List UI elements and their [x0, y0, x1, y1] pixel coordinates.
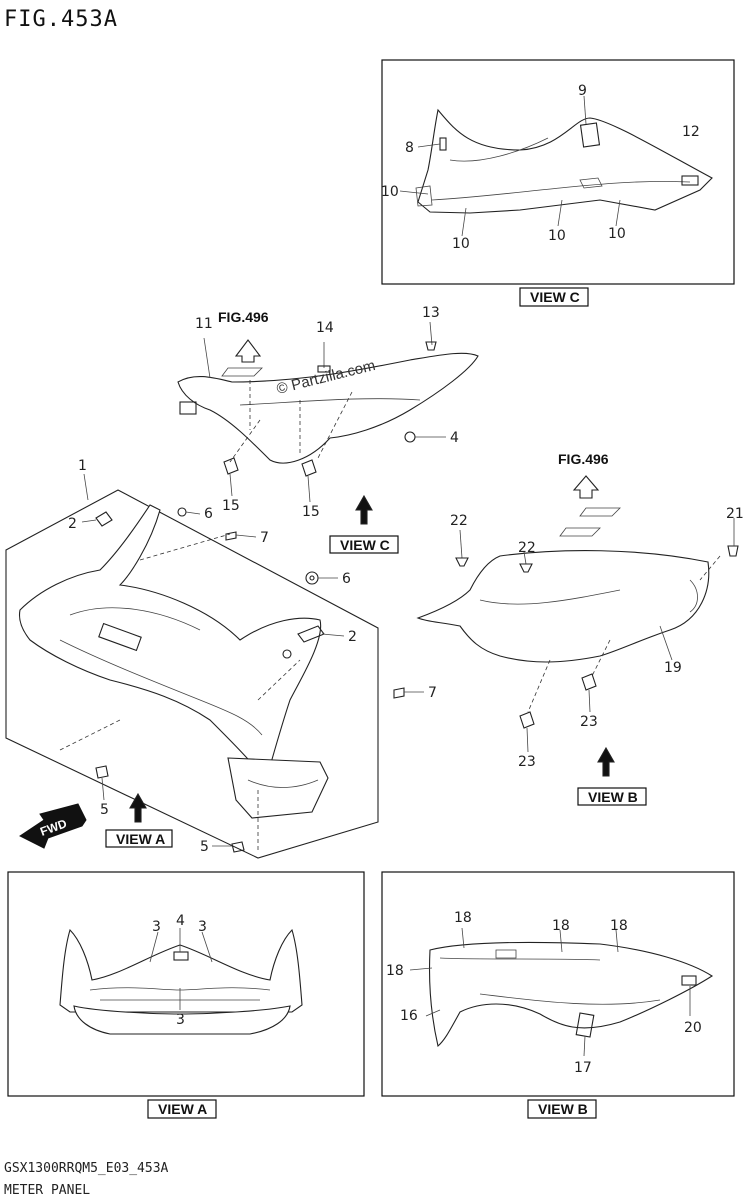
svg-text:VIEW B: VIEW B	[588, 789, 638, 805]
view-a-label: VIEW A	[147, 1099, 217, 1119]
callout-8: 8	[405, 140, 414, 156]
view-a-direction: VIEW A	[105, 792, 173, 848]
up-arrow-icon	[129, 792, 147, 823]
callout-10: 10	[608, 226, 626, 242]
svg-text:VIEW C: VIEW C	[340, 537, 390, 553]
svg-text:VIEW C: VIEW C	[530, 289, 580, 305]
up-arrow-icon	[355, 494, 373, 525]
callout-15: 15	[222, 498, 240, 514]
callout-19: 19	[664, 660, 682, 676]
callout-9: 9	[578, 83, 587, 99]
callout-18: 18	[454, 910, 472, 926]
callout-16: 16	[400, 1008, 418, 1024]
svg-text:VIEW B: VIEW B	[538, 1101, 588, 1117]
callout-7: 7	[428, 685, 437, 701]
view-b-label: VIEW B	[527, 1099, 597, 1119]
callout-15: 15	[302, 504, 320, 520]
callout-4: 4	[450, 430, 459, 446]
callout-2: 2	[348, 629, 357, 645]
callout-11: 11	[195, 316, 213, 332]
callout-6: 6	[204, 506, 213, 522]
up-arrow-icon	[572, 475, 600, 499]
callout-3: 3	[152, 919, 161, 935]
callout-3: 3	[198, 919, 207, 935]
diagram-code: GSX1300RRQM5_E03_453A	[4, 1161, 169, 1176]
svg-text:VIEW A: VIEW A	[158, 1101, 207, 1117]
callout-10: 10	[548, 228, 566, 244]
view-c-panel: 9 12 8 10 10 10 10	[381, 59, 735, 285]
callout-18: 18	[552, 918, 570, 934]
view-a-panel: 4 3 3 3	[7, 871, 365, 1097]
callout-13: 13	[422, 305, 440, 321]
callout-10: 10	[381, 184, 399, 200]
svg-text:VIEW A: VIEW A	[116, 831, 165, 847]
view-b-panel: 18 18 18 18 16 17 20	[381, 871, 735, 1097]
callout-22: 22	[518, 540, 536, 556]
callout-14: 14	[316, 320, 334, 336]
meter-panel-assembly: 1 2 6 7 6 2 7 5 5	[5, 458, 437, 859]
fwd-arrow: FWD	[19, 803, 87, 849]
callout-18: 18	[386, 963, 404, 979]
callout-20: 20	[684, 1020, 702, 1036]
callout-18: 18	[610, 918, 628, 934]
callout-5: 5	[100, 802, 109, 818]
callout-21: 21	[726, 506, 744, 522]
fig-496-ref-top: FIG.496	[218, 309, 269, 325]
figure-title: FIG.453A	[4, 7, 118, 32]
callout-3: 3	[176, 1012, 185, 1028]
callout-23: 23	[580, 714, 598, 730]
view-b-direction: VIEW B	[577, 746, 647, 806]
callout-17: 17	[574, 1060, 592, 1076]
callout-2: 2	[68, 516, 77, 532]
callout-5: 5	[200, 839, 209, 855]
callout-6: 6	[342, 571, 351, 587]
view-c-label: VIEW C	[519, 287, 589, 307]
callout-22: 22	[450, 513, 468, 529]
view-c-direction: VIEW C	[329, 494, 399, 554]
up-arrow-icon	[234, 339, 262, 363]
inner-cover-lower: FIG.496 22 22 21 19 23 23	[416, 451, 744, 770]
callout-7: 7	[260, 530, 269, 546]
callout-12: 12	[682, 124, 700, 140]
fig-496-ref-right: FIG.496	[558, 451, 609, 467]
callout-23: 23	[518, 754, 536, 770]
up-arrow-icon	[597, 746, 615, 777]
inner-cover-upper: FIG.496 © Partzilla.com 11 14 13 4 15 15	[177, 305, 479, 520]
diagram-name: METER PANEL	[4, 1183, 90, 1198]
callout-10: 10	[452, 236, 470, 252]
callout-4: 4	[176, 913, 185, 929]
callout-1: 1	[78, 458, 87, 474]
